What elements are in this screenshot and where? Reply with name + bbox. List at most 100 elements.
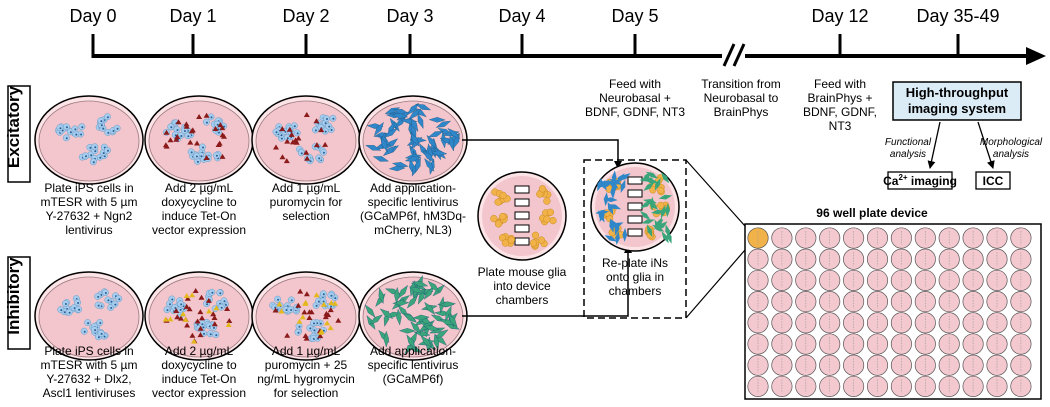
- drug-marker: [203, 155, 210, 160]
- drug-marker: [183, 303, 190, 309]
- neuron-body: [406, 334, 416, 349]
- culture-dishes: [34, 95, 468, 361]
- cell-nucleus: [334, 297, 337, 300]
- cell-nucleus: [210, 116, 213, 119]
- well: [747, 227, 769, 249]
- excitatory-dish-3: [358, 95, 468, 185]
- neuron: [381, 136, 388, 153]
- neuron-body: [382, 145, 397, 157]
- drug-marker: [205, 297, 212, 303]
- well: [866, 269, 889, 291]
- cell-nucleus: [176, 129, 179, 131]
- well: [986, 269, 1008, 291]
- drug-marker: [335, 317, 342, 323]
- well: [795, 227, 817, 249]
- well: [866, 291, 889, 313]
- well: [819, 333, 841, 355]
- drug-marker: [225, 322, 232, 327]
- drug-marker: [212, 126, 219, 131]
- neuron: [620, 179, 626, 193]
- cell-nucleus: [69, 131, 72, 134]
- drug-marker: [313, 292, 320, 298]
- cell-nucleus: [75, 133, 78, 136]
- cell-nucleus: [104, 292, 107, 294]
- drug-marker: [303, 112, 310, 117]
- cell-nucleus: [114, 303, 117, 306]
- drug-marker: [299, 314, 306, 320]
- neuron: [407, 102, 419, 116]
- microgroove: [627, 189, 643, 198]
- neuron-body: [603, 197, 618, 203]
- neuron-body: [394, 286, 400, 304]
- cell-nucleus: [59, 127, 62, 130]
- well: [986, 227, 1008, 249]
- drug-marker: [283, 158, 290, 164]
- drug-marker: [289, 139, 296, 145]
- well: [747, 333, 769, 355]
- drug-marker: [187, 139, 194, 145]
- well: [986, 312, 1008, 334]
- glia-cell: [531, 231, 540, 239]
- neuron: [658, 194, 673, 200]
- cell-nucleus: [313, 322, 315, 325]
- cell-nucleus: [332, 117, 335, 120]
- neuron: [665, 224, 670, 238]
- cell-nucleus: [206, 303, 209, 306]
- cell-nucleus: [195, 155, 198, 158]
- excitatory-dish-2: [251, 95, 361, 185]
- drug-marker: [189, 332, 196, 338]
- cell-nucleus: [89, 146, 92, 149]
- cell-nucleus: [174, 307, 177, 309]
- well: [938, 354, 960, 376]
- dish-surface: [38, 100, 140, 182]
- well: [962, 354, 984, 376]
- neuron: [389, 118, 400, 132]
- cell-nucleus: [223, 300, 226, 303]
- cell-nucleus: [100, 120, 103, 123]
- neuron: [661, 172, 670, 184]
- neuron: [422, 150, 435, 163]
- microgroove: [514, 237, 530, 246]
- well: [914, 248, 936, 270]
- glia-cell: [657, 186, 665, 195]
- well: [890, 312, 912, 334]
- neuron: [417, 113, 424, 129]
- cell-nucleus: [171, 298, 174, 301]
- drug-marker: [196, 114, 203, 119]
- cell-nucleus: [90, 154, 93, 157]
- neuron: [430, 150, 448, 156]
- cell-nucleus: [223, 125, 226, 128]
- cell-nucleus: [99, 156, 102, 159]
- cell-nucleus: [107, 299, 110, 302]
- well: [843, 312, 865, 334]
- neuron: [433, 333, 440, 351]
- well: [914, 354, 936, 376]
- well: [819, 269, 841, 291]
- neuron-body: [661, 172, 670, 184]
- neuron: [396, 308, 402, 326]
- cell-nucleus: [92, 161, 95, 164]
- day-label: Day 35-49: [916, 6, 999, 26]
- well: [914, 291, 936, 313]
- icc-label: ICC: [983, 174, 1004, 188]
- drug-marker: [325, 312, 332, 318]
- replate-device-chamber: [590, 162, 680, 252]
- neuron: [439, 301, 456, 307]
- cell-nucleus: [318, 157, 321, 160]
- neuron: [654, 177, 661, 191]
- neuron-body: [618, 173, 631, 181]
- timeline: Day 0 Day 1 Day 2 Day 3 Day 4 Day 5 Day …: [69, 6, 1046, 67]
- cell-nucleus: [319, 322, 322, 325]
- drug-marker: [173, 136, 180, 142]
- neuron: [607, 179, 619, 189]
- neuron: [604, 235, 617, 242]
- well: [843, 333, 865, 355]
- cell-nucleus: [85, 155, 87, 158]
- neuron: [428, 131, 444, 138]
- neuron: [447, 128, 461, 140]
- cell-nucleus: [116, 127, 119, 130]
